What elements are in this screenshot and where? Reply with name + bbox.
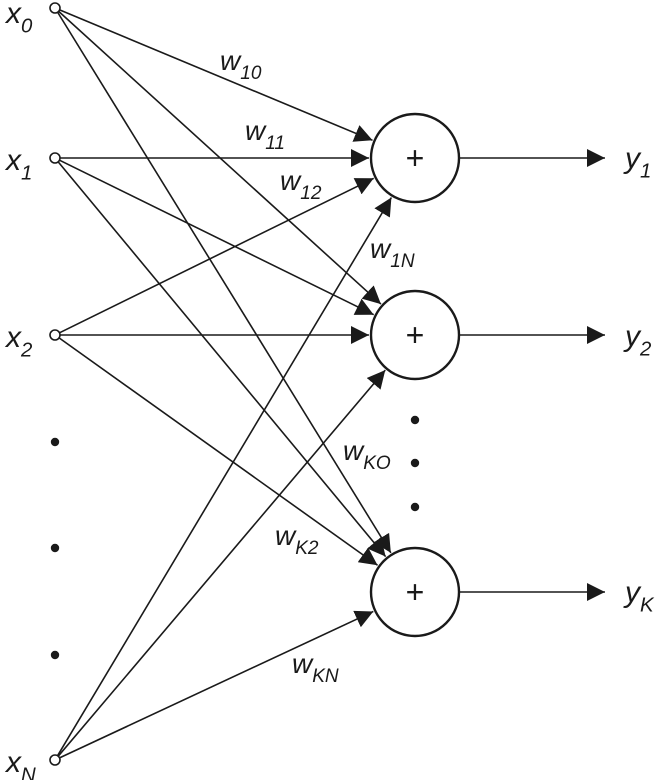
nodes: + + + (49, 2, 461, 766)
label-xN: xN (4, 746, 36, 780)
ellipsis-dots (50, 415, 420, 660)
label-y2: y2 (623, 320, 652, 361)
input-terminal-x0 (49, 2, 61, 14)
ellipsis-dot-2 (50, 650, 60, 660)
ellipsis-dot-3 (410, 415, 420, 425)
input-terminal-x2 (49, 329, 61, 341)
label-w11: w11 (245, 115, 285, 154)
label-wKN: wKN (292, 648, 339, 687)
input-terminal-xN (49, 754, 61, 766)
summing-node-s1 (369, 112, 461, 204)
ellipsis-dot-4 (410, 458, 420, 468)
edge-x1-sK (57, 161, 387, 558)
connection-edges (56, 9, 393, 759)
labels: x0 x1 x2 xN y1 y2 yK w10 w11 w12 w1N wKO wK2 wKN (4, 0, 655, 780)
ellipsis-dot-5 (410, 502, 420, 512)
summing-node-s2 (369, 289, 461, 381)
label-wK2: wK2 (275, 520, 319, 559)
edge-xN-s1 (56, 197, 393, 757)
summing-symbol-sK: + (406, 574, 425, 610)
label-yK: yK (623, 576, 655, 617)
input-terminal-x1 (49, 152, 61, 164)
ellipsis-dot-0 (50, 437, 60, 447)
summing-symbol-s1: + (406, 140, 425, 176)
label-x1: x1 (4, 144, 32, 185)
summing-symbol-s2: + (406, 317, 425, 353)
edge-x0-s1 (59, 9, 373, 142)
label-w10: w10 (220, 45, 262, 84)
label-w12: w12 (280, 165, 322, 204)
edge-xN-sK (59, 610, 374, 759)
output-edges (459, 149, 605, 601)
edge-x2-sK (58, 337, 379, 566)
edge-x0-sK (56, 11, 392, 554)
label-w1N: w1N (370, 233, 415, 272)
edge-xN-s2 (57, 369, 386, 757)
edge-x2-s1 (59, 177, 375, 334)
label-y1: y1 (623, 142, 651, 183)
label-x2: x2 (4, 321, 33, 362)
edge-x1-s2 (59, 159, 375, 316)
label-wK0: wKO (343, 435, 391, 474)
summing-node-sK (369, 546, 461, 638)
ellipsis-dot-1 (50, 543, 60, 553)
label-x0: x0 (4, 0, 33, 38)
